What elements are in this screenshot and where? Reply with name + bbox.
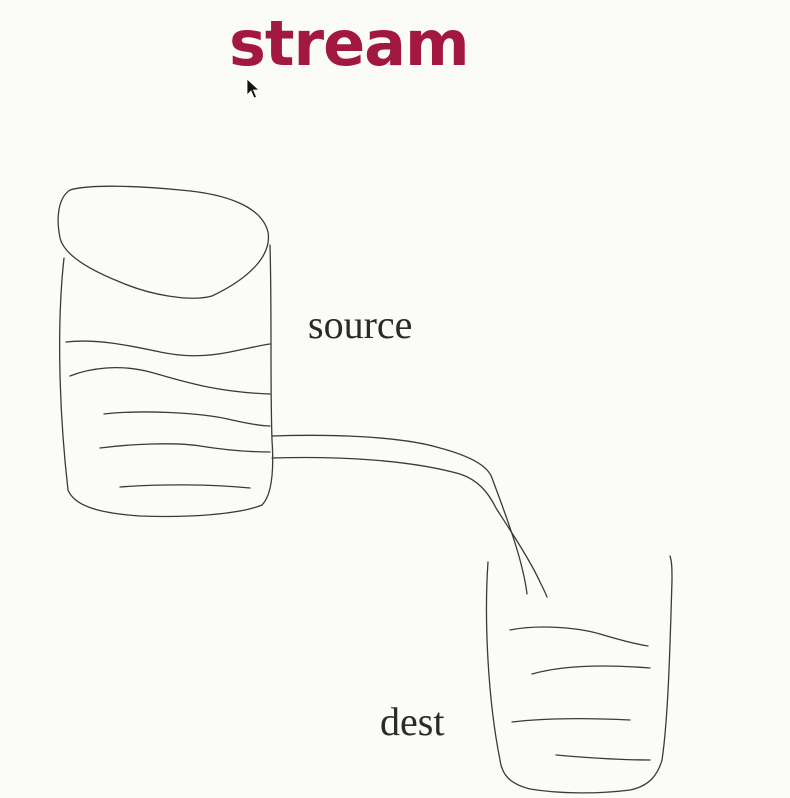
- dest-water-line: [555, 754, 651, 761]
- source-container-body: [58, 244, 274, 518]
- source-water-line: [119, 484, 251, 489]
- source-water-line: [69, 366, 271, 395]
- source-label: source: [308, 302, 413, 347]
- dest-label: dest: [380, 699, 445, 744]
- stream-pipe-lower: [271, 456, 548, 598]
- dest-water-line: [509, 626, 649, 647]
- dest-container-body: [485, 555, 673, 794]
- dest-water-line: [511, 718, 631, 723]
- stream-pipe-upper: [271, 434, 528, 595]
- source-water-line: [103, 411, 271, 427]
- mouse-pointer-icon: [246, 78, 261, 99]
- source-container-lid: [57, 185, 270, 299]
- diagram-title: stream: [229, 7, 470, 80]
- dest-water-line: [531, 665, 651, 675]
- source-water-line: [65, 340, 271, 357]
- source-water-line: [99, 443, 271, 453]
